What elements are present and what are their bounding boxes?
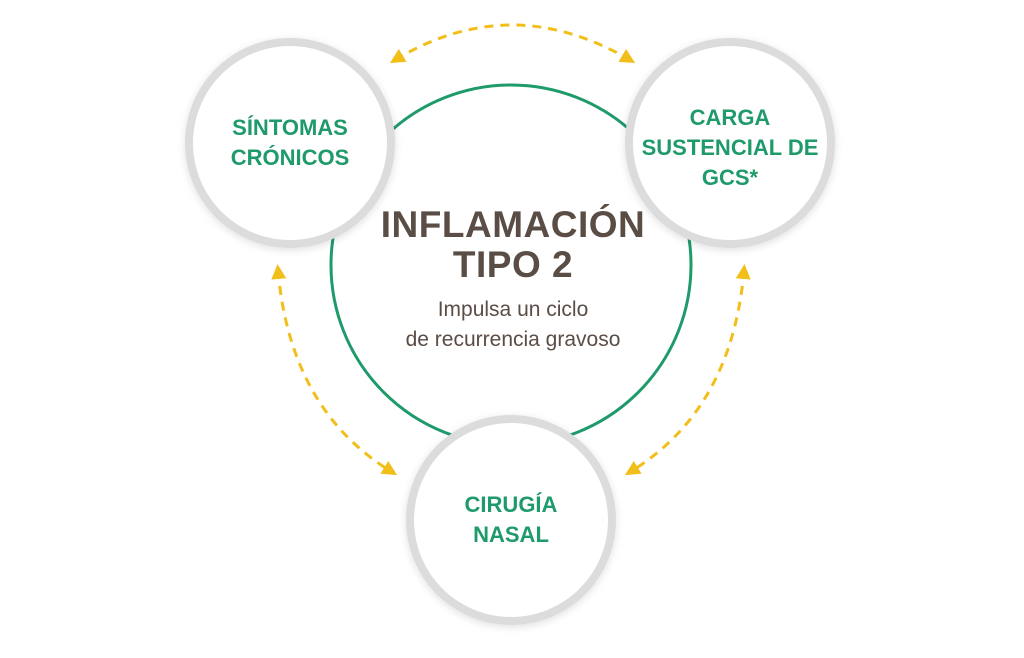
- center-subtitle-line2: de recurrencia gravoso: [405, 328, 621, 351]
- node-sintomas-line1: SÍNTOMAS: [232, 115, 348, 140]
- node-sintomas-label: SÍNTOMAS CRÓNICOS: [195, 108, 385, 178]
- center-title: INFLAMACIÓN TIPO 2: [330, 205, 696, 285]
- center-subtitle-line1: Impulsa un ciclo: [437, 298, 589, 321]
- node-sintomas-line2: CRÓNICOS: [230, 145, 350, 170]
- arrow-right: [624, 264, 751, 476]
- node-cirugia-line1: CIRUGÍA: [464, 492, 558, 517]
- node-cirugia: [406, 415, 616, 625]
- arrow-top: [389, 23, 636, 64]
- node-carga-line1: CARGA: [689, 105, 771, 130]
- node-cirugia-label: CIRUGÍA NASAL: [416, 485, 606, 555]
- node-carga-line3: GCS*: [701, 165, 759, 190]
- center-title-line1: INFLAMACIÓN: [380, 204, 646, 245]
- center-text: INFLAMACIÓN TIPO 2 Impulsa un ciclo de r…: [330, 205, 696, 355]
- node-carga-label: CARGA SUSTENCIAL DE GCS*: [630, 98, 830, 198]
- center-title-line2: TIPO 2: [452, 244, 574, 285]
- node-sintomas: [185, 38, 395, 248]
- node-carga-line2: SUSTENCIAL DE: [641, 135, 819, 160]
- center-subtitle: Impulsa un ciclo de recurrencia gravoso: [330, 295, 696, 355]
- arrow-left: [271, 264, 398, 476]
- node-carga: [625, 38, 835, 248]
- node-cirugia-line2: NASAL: [473, 522, 549, 547]
